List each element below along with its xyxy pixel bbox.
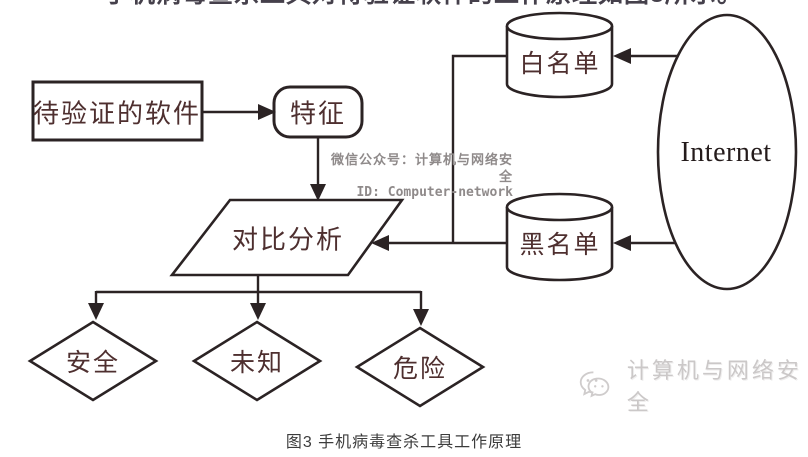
- node-blacklist-cylinder-body: [505, 207, 614, 282]
- watermark-line2: ID: Computer-network: [356, 185, 513, 200]
- node-safe-diamond: [27, 320, 159, 402]
- whitelist-label: 白名单: [519, 51, 601, 78]
- blacklist-label: 黑名单: [519, 232, 601, 259]
- node-whitelist-cylinder-top: [505, 11, 614, 41]
- watermark-line1: 微信公众号：计算机与网络安全: [330, 152, 513, 184]
- arrowhead-into-blacklist: [613, 235, 631, 251]
- software-label: 待验证的软件: [32, 99, 202, 129]
- top-clipped-text: 手机病毒查杀工具对待验证软件的工作原理如图3所示。: [104, 0, 743, 7]
- unknown-label: 未知: [229, 350, 285, 377]
- danger-label: 危险: [392, 356, 448, 383]
- arrowhead-into-whitelist: [613, 48, 631, 64]
- node-software-rectangle: [31, 80, 204, 142]
- node-danger-diamond: [354, 326, 486, 408]
- node-compare-parallelogram: [169, 198, 405, 277]
- node-whitelist-cylinder-body: [505, 26, 614, 99]
- safe-label: 安全: [65, 350, 121, 377]
- internet-label: Internet: [680, 137, 772, 168]
- compare-label: 对比分析: [231, 225, 345, 255]
- bottom-right-watermark-text: 计算机与网络安全: [626, 358, 802, 415]
- arrowhead-into-danger: [413, 309, 429, 326]
- figure-caption: 图3 手机病毒查杀工具工作原理: [285, 434, 523, 451]
- node-blacklist-cylinder-top: [505, 192, 614, 222]
- arrowhead-into-compare-top: [310, 184, 326, 201]
- node-internet-ellipse: [656, 13, 798, 291]
- wechat-icon: [579, 371, 610, 398]
- arrowhead-into-unknown: [250, 303, 266, 320]
- node-unknown-diamond: [191, 320, 323, 402]
- edge-whitelist-elbow: [451, 54, 508, 243]
- arrowhead-into-compare-right: [371, 235, 389, 251]
- feature-label: 特征: [289, 99, 347, 129]
- bottom-right-watermark: 计算机与网络安全: [578, 353, 808, 417]
- arrowhead-into-safe: [88, 303, 104, 320]
- arrowhead-into-feature: [258, 104, 276, 120]
- top-clipped-text-line: 手机病毒查杀工具对待验证软件的工作原理如图3所示。: [104, 0, 744, 10]
- wechat-account-watermark: 微信公众号：计算机与网络安全 ID: Computer-network: [328, 151, 513, 201]
